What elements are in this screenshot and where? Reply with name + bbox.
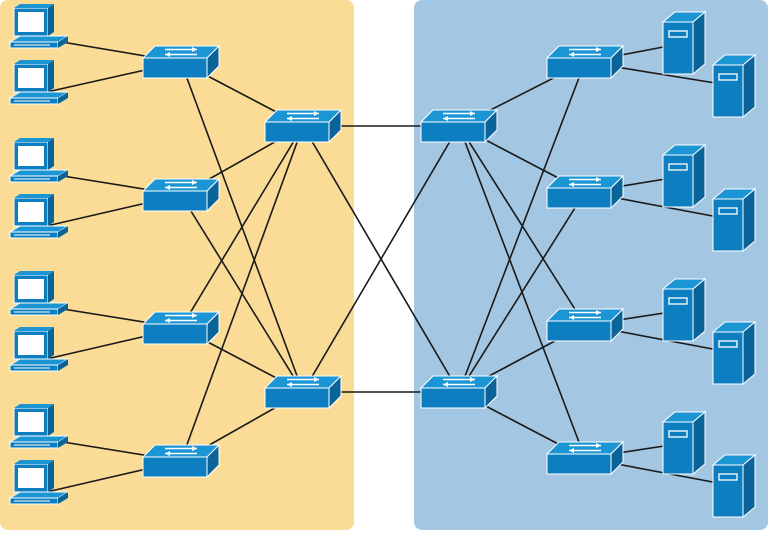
- pc-icon: [8, 327, 70, 372]
- switch-icon: [545, 307, 625, 343]
- switch-icon: [419, 108, 499, 144]
- server-icon: [661, 143, 707, 209]
- pc-icon: [8, 460, 70, 505]
- server-icon: [661, 277, 707, 343]
- pc-icon: [8, 60, 70, 105]
- switch-icon: [141, 177, 221, 213]
- server-icon: [711, 320, 757, 386]
- server-icon: [711, 453, 757, 519]
- switch-icon: [141, 310, 221, 346]
- link-core2-dc2: [458, 191, 586, 393]
- pc-icon: [8, 271, 70, 316]
- switch-icon: [545, 440, 625, 476]
- link-dist2-core1: [302, 125, 460, 393]
- pc-icon: [8, 4, 70, 49]
- switch-icon: [141, 44, 221, 80]
- switch-icon: [141, 443, 221, 479]
- pc-icon: [8, 404, 70, 449]
- datacenter-zone: [414, 0, 768, 530]
- server-icon: [661, 10, 707, 76]
- devices: [8, 4, 757, 519]
- switch-icon: [419, 374, 499, 410]
- switch-icon: [545, 174, 625, 210]
- server-icon: [711, 187, 757, 253]
- switch-icon: [545, 44, 625, 80]
- link-acc3-dist1: [180, 125, 304, 329]
- link-acc4-dist1: [180, 125, 304, 462]
- pc-icon: [8, 138, 70, 183]
- server-icon: [711, 53, 757, 119]
- pc-icon: [8, 194, 70, 239]
- switch-icon: [263, 374, 343, 410]
- switch-icon: [263, 108, 343, 144]
- server-icon: [661, 410, 707, 476]
- link-core2-dc1: [458, 61, 586, 393]
